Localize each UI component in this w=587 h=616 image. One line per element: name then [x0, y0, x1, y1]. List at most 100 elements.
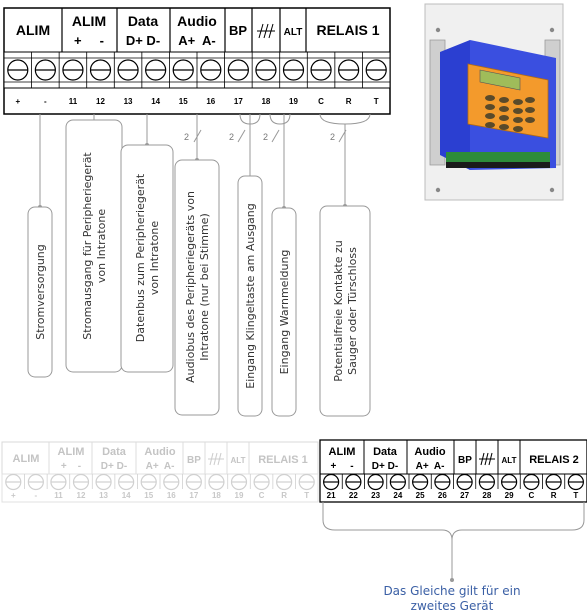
terminal-number: 16 [206, 97, 215, 106]
callout-text-line: Datenbus zum Peripheriegerät [134, 173, 147, 342]
terminal-number: R [346, 97, 352, 106]
screw-terminal-icon [230, 473, 248, 491]
screw-terminal-icon [389, 473, 406, 491]
terminal-number: 25 [416, 491, 425, 500]
device-illustration [424, 3, 564, 201]
screw-terminal-icon [208, 473, 225, 491]
callout-5: Eingang Klingeltaste am Ausgang [244, 203, 257, 388]
screw-terminal-icon [172, 59, 194, 81]
terminal-number: 19 [235, 491, 244, 500]
terminal-number: 11 [54, 491, 63, 500]
callout-6: Eingang Warnmeldung [278, 250, 291, 375]
block2-header-audio: Audio [414, 446, 445, 458]
callout-text-line: von Intratone [95, 209, 108, 284]
screw-terminal-icon [323, 473, 340, 491]
callout-text-line: Eingang Klingeltaste am Ausgang [244, 203, 257, 388]
faded-header-audio: Audio [144, 446, 175, 458]
terminal-number: 12 [77, 491, 86, 500]
callout-text-line: von Intratone [148, 221, 161, 296]
wire-count-audio: 2 [184, 132, 189, 142]
block2-header-data: Data [373, 446, 398, 458]
faded-header-alim: ALIM [13, 453, 40, 465]
terminal-number: C [318, 97, 324, 106]
header-data-sub: D+ D- [126, 33, 160, 48]
terminal-block-1: ALIM ALIM + - Data D+ D- Audio A+ A- BP … [3, 7, 391, 115]
block2-header-alt: ALT [502, 456, 517, 465]
terminal-number: + [11, 491, 16, 500]
faded-header-relais-1: RELAIS 1 [258, 454, 308, 466]
screw-terminal-icon [434, 473, 451, 491]
terminal-number: C [528, 491, 534, 500]
screw-terminal-icon [117, 59, 139, 81]
screw-terminal-icon [227, 59, 249, 81]
wire-count-bp: 2 [229, 132, 234, 142]
terminal-number: 14 [151, 97, 160, 106]
screw-terminal-icon [5, 473, 22, 491]
screw-terminal-icon [27, 473, 44, 491]
terminal-number: 22 [349, 491, 358, 500]
faded-header-alim-pm-sub: + - [61, 461, 81, 472]
header-data: Data [128, 13, 159, 29]
faded-header-audio-sub: A+ A- [146, 461, 175, 472]
screw-terminal-icon [456, 473, 473, 491]
header-audio: Audio [177, 13, 217, 29]
terminal-number: 18 [212, 491, 221, 500]
terminal-number: T [374, 97, 379, 106]
callout-text-line: Stromausgang für Peripheriegerät [81, 152, 94, 340]
screw-terminal-icon [62, 59, 84, 81]
terminal-number: 23 [371, 491, 380, 500]
terminal-number: 13 [99, 491, 108, 500]
callout-text-line: Stromversorgung [34, 244, 47, 340]
terminal-number: 27 [460, 491, 469, 500]
callout-text-line: Potentialfreie Kontakte zu [332, 240, 345, 382]
header-alim: ALIM [16, 22, 50, 38]
terminal-number: - [44, 97, 47, 106]
screw-terminal-icon [163, 473, 180, 491]
screw-terminal-icon [338, 59, 360, 81]
terminal-number: 24 [393, 491, 402, 500]
wire-count-alt: 2 [263, 132, 268, 142]
screw-terminal-icon [140, 473, 157, 491]
screw-terminal-icon [276, 473, 293, 491]
screw-terminal-icon [89, 59, 112, 81]
terminal-number: C [259, 491, 265, 500]
terminal-number: 29 [505, 491, 514, 500]
terminal-number: - [35, 491, 38, 500]
header-bp: BP [229, 23, 247, 38]
terminal-number: 28 [482, 491, 491, 500]
header-alim-pm-sub: + - [74, 33, 104, 48]
terminal-number: 16 [167, 491, 176, 500]
terminal-number: 14 [122, 491, 131, 500]
callout-text-line: Audiobus des Peripheriegeräts von [184, 191, 197, 383]
screw-terminal-icon [50, 473, 67, 491]
screw-terminal-icon [185, 473, 202, 491]
block2-header-bp: BP [458, 455, 472, 466]
block2-header-alim: ALIM [329, 446, 356, 458]
block2-header-alim-sub: + - [330, 461, 353, 472]
block2-header-relais-2: RELAIS 2 [529, 454, 579, 466]
screw-terminal-icon [501, 473, 518, 491]
terminal-number: 12 [96, 97, 105, 106]
faded-header-alt: ALT [231, 456, 246, 465]
terminal-number: R [281, 491, 287, 500]
screw-terminal-icon [95, 473, 112, 491]
screw-terminal-icon [282, 59, 305, 81]
note-line-2: zweites Gerät [411, 599, 494, 613]
terminal-number: + [15, 97, 20, 106]
terminal-number: 15 [144, 491, 153, 500]
faded-header-data-sub: D+ D- [101, 461, 127, 472]
faded-header-bp: BP [187, 455, 201, 466]
screw-terminal-icon [253, 473, 270, 491]
header-alt: ALT [284, 27, 303, 38]
screw-terminal-icon [255, 59, 277, 81]
callout-text-line: Eingang Warnmeldung [278, 250, 291, 375]
header-alim-pm: ALIM [72, 13, 106, 29]
screw-terminal-icon [567, 473, 584, 491]
screw-row [7, 52, 387, 88]
terminal-number: T [573, 491, 578, 500]
